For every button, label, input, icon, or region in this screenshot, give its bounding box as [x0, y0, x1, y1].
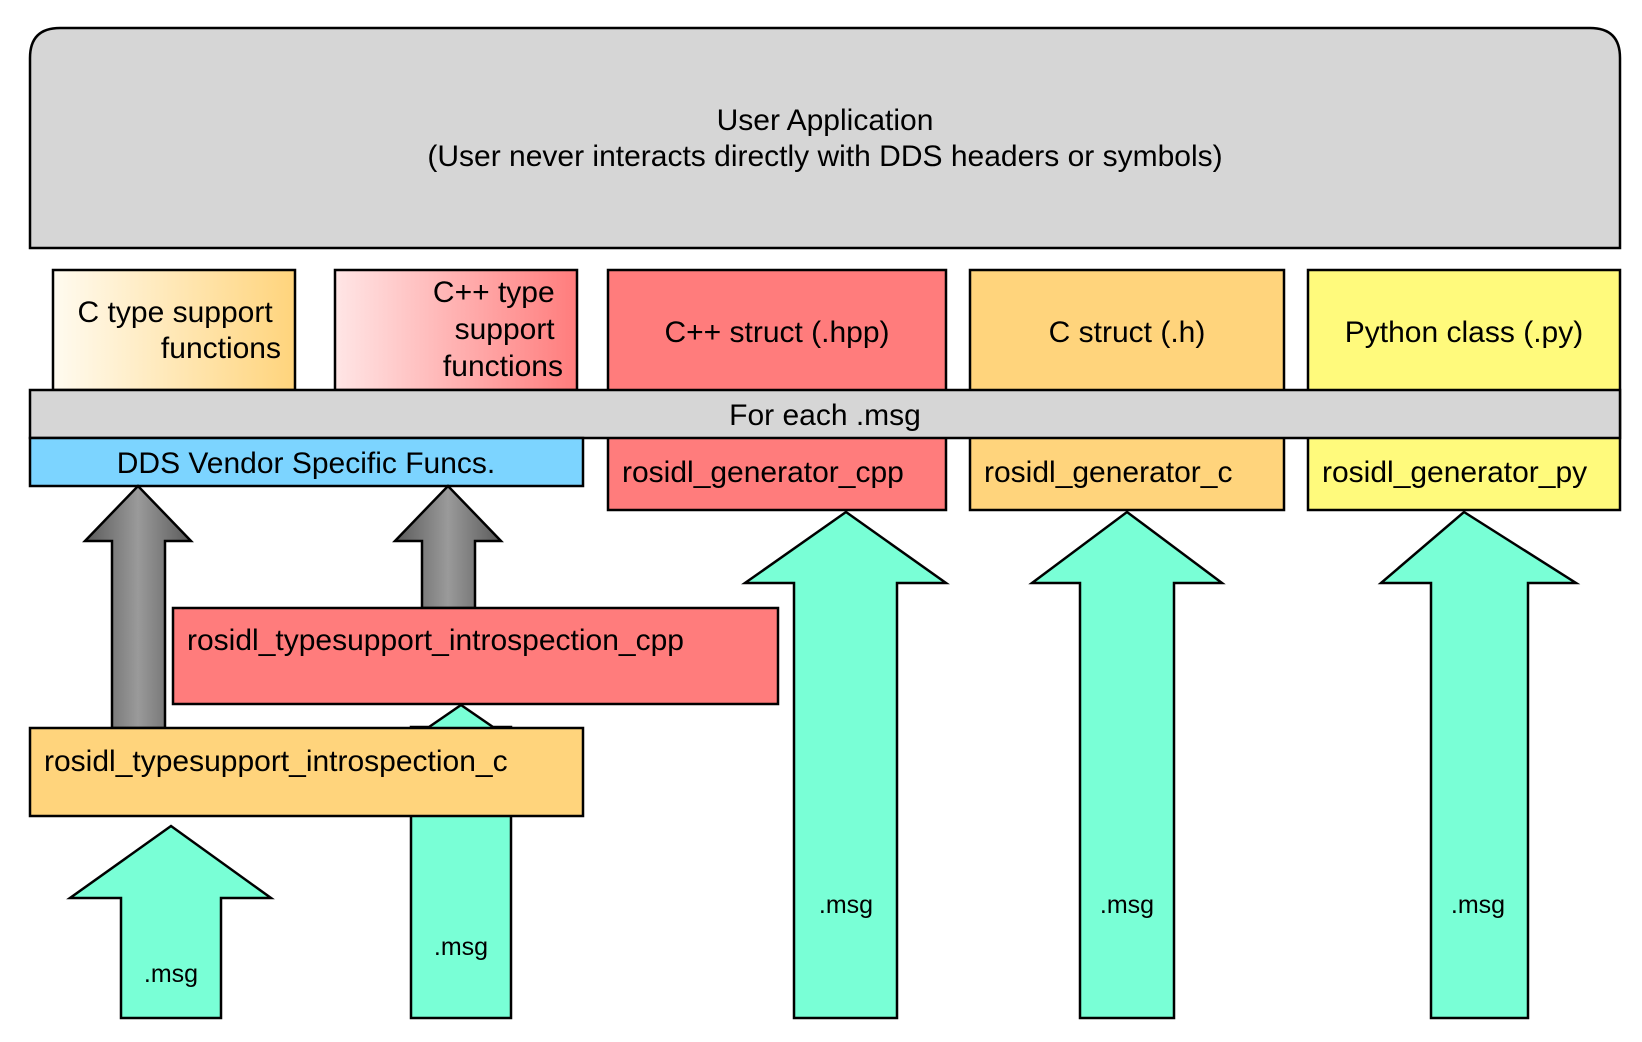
python-class-label: Python class (.py): [1345, 316, 1583, 349]
generator-c-label: rosidl_generator_c: [984, 456, 1232, 489]
cpp-type-support-label: C++ type support functions: [433, 276, 563, 383]
introspection-cpp-box: [171, 606, 780, 706]
for-each-msg-bar: [28, 388, 1622, 440]
for-each-msg-label: For each .msg: [729, 399, 921, 432]
dds-vendor-funcs-label: DDS Vendor Specific Funcs.: [117, 447, 496, 480]
cpp-type-support-line-1: C++ type: [433, 276, 555, 309]
msg-arrow-intro-c: [66, 824, 275, 1020]
msg-label-intro-cpp: .msg: [434, 933, 488, 961]
cpp-struct-label: C++ struct (.hpp): [664, 316, 889, 349]
dds-vendor-funcs-box: [28, 436, 585, 488]
msg-label-gen-py: .msg: [1451, 891, 1505, 919]
gray-arrow-intro-cpp: [392, 484, 504, 610]
user-application-panel: [28, 26, 1622, 250]
c-type-support-box: [51, 268, 297, 392]
c-struct-label: C struct (.h): [1049, 316, 1206, 349]
cpp-type-support-line-2: support: [455, 313, 556, 346]
cpp-type-support-line-3: functions: [443, 350, 563, 383]
msg-label-intro-c: .msg: [144, 960, 198, 988]
introspection-c-box: [28, 726, 585, 818]
introspection-c-label: rosidl_typesupport_introspection_c: [44, 745, 508, 778]
msg-label-gen-c: .msg: [1100, 891, 1154, 919]
introspection-cpp-label: rosidl_typesupport_introspection_cpp: [187, 624, 684, 657]
c-type-support-line-1: C type support: [78, 296, 274, 329]
msg-label-gen-cpp: .msg: [819, 891, 873, 919]
msg-arrow-gen-cpp: [741, 510, 950, 1020]
generator-py-label: rosidl_generator_py: [1322, 456, 1587, 489]
msg-arrow-gen-py: [1377, 510, 1581, 1020]
msg-arrow-gen-c: [1028, 510, 1226, 1020]
generator-cpp-label: rosidl_generator_cpp: [622, 456, 904, 489]
user-application-title: User Application: [717, 104, 934, 137]
c-type-support-label: C type support functions: [78, 296, 281, 365]
gray-arrow-intro-c: [82, 484, 194, 730]
user-application-subtitle: (User never interacts directly with DDS …: [427, 140, 1222, 173]
c-type-support-line-2: functions: [161, 332, 281, 365]
